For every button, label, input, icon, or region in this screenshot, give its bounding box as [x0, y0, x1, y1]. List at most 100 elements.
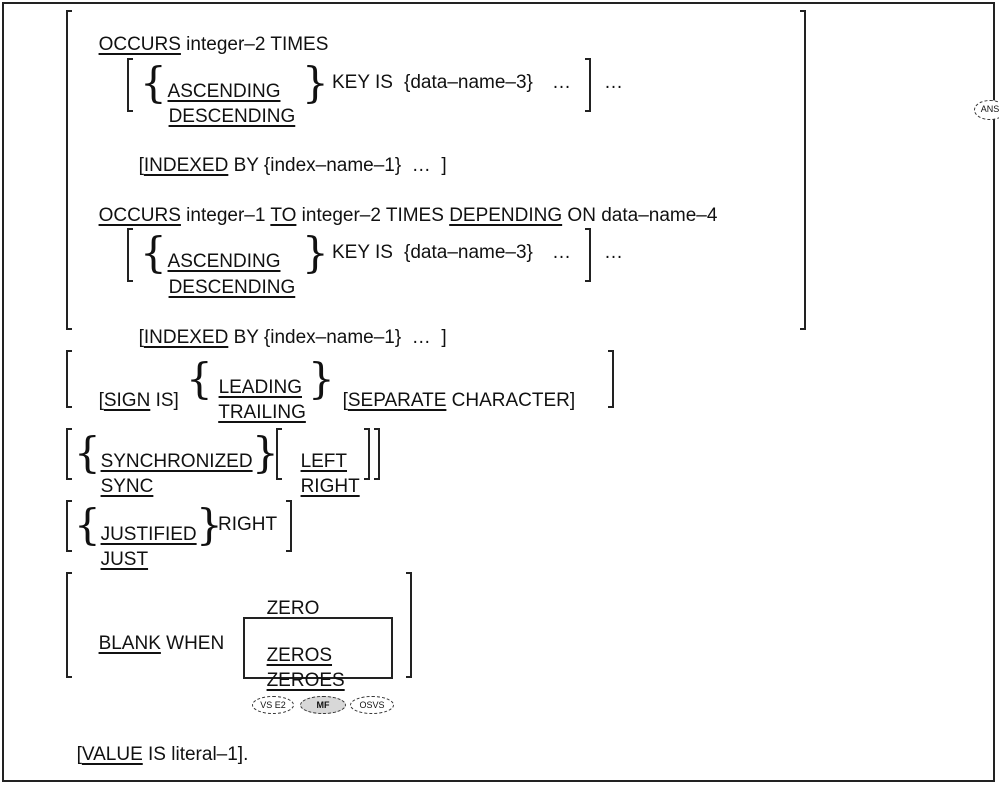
key-clause-1-ellipsis-inner: … [552, 72, 571, 93]
left-keyword: LEFT [300, 451, 348, 472]
occurs-depending-part3: ON data–name–4 [562, 205, 718, 226]
indexed-keyword: INDEXED [143, 155, 229, 176]
key-clause-2-brace-right: } [302, 228, 329, 277]
key-clause-2-brace-left: { [140, 228, 167, 277]
sign-brace-right: } [308, 354, 335, 403]
just-option: JUST [90, 527, 149, 571]
sign-bracket-right [608, 350, 614, 408]
to-keyword: TO [270, 205, 297, 226]
occurs-keyword: OCCURS [98, 34, 181, 55]
blank-keyword: BLANK [98, 633, 161, 654]
sign-keyword: SIGN [103, 390, 151, 411]
leading-option: LEADING [208, 355, 302, 399]
zero-option: ZERO [256, 576, 320, 620]
just-right: RIGHT [218, 514, 278, 535]
key-clause-2-ellipsis-inner: … [552, 242, 571, 263]
zeroes-keyword: ZEROES [266, 670, 345, 691]
key-clause-1-ascending: ASCENDING [158, 59, 281, 103]
occurs-outer-bracket-right [800, 10, 806, 330]
zeros-option: ZEROS [256, 623, 332, 667]
leading-keyword: LEADING [218, 377, 302, 398]
key-clause-2-bracket-left [127, 228, 133, 282]
sign-is: IS] [150, 390, 179, 411]
indexed-open-bracket: [ [138, 155, 144, 176]
trailing-option: TRAILING [208, 380, 306, 424]
vse2-badge: VS E2 [252, 696, 294, 714]
sync-brace-right: } [252, 428, 279, 477]
key-clause-1-data-name: {data–name–3} [404, 72, 533, 93]
descending-keyword: DESCENDING [168, 106, 296, 127]
just-bracket-left [66, 500, 72, 552]
just-keyword: JUST [100, 549, 149, 570]
trailing-keyword: TRAILING [218, 402, 306, 423]
occurs-depending-part2: integer–2 TIMES [296, 205, 450, 226]
depending-keyword: DEPENDING [449, 205, 563, 226]
ans-badge: ANS [974, 100, 999, 120]
justified-keyword: JUSTIFIED [100, 524, 197, 545]
occurs-fixed-line: OCCURS integer–2 TIMES [88, 12, 329, 56]
value-rest: IS literal–1]. [142, 744, 249, 765]
sync-brace-left: { [74, 428, 101, 477]
indexed-keyword-2: INDEXED [143, 327, 229, 348]
key-clause-1-descending: DESCENDING [158, 84, 296, 128]
left-right-bracket-right [364, 428, 370, 480]
key-clause-2-key-is: KEY IS [332, 242, 393, 263]
sync-bracket-left [66, 428, 72, 480]
blank-line: BLANK WHEN [88, 611, 225, 655]
right-option: RIGHT [290, 454, 360, 498]
sync-keyword: SYNC [100, 476, 154, 497]
sync-bracket-right [374, 428, 380, 480]
key-clause-2-data-name: {data–name–3} [404, 242, 533, 263]
indexed-line-1: [INDEXED BY {index–name–1} … ] [128, 133, 447, 177]
occurs-depending-line: OCCURS integer–1 TO integer–2 TIMES DEPE… [88, 183, 718, 227]
just-brace-left: { [74, 500, 101, 549]
indexed-index-name-2: {index–name–1} … ] [263, 327, 447, 348]
indexed-line-2: [INDEXED BY {index–name–1} … ] [128, 305, 447, 349]
key-clause-1-bracket-right [585, 58, 591, 112]
sign-brace-left: { [186, 354, 213, 403]
ascending-keyword-2: ASCENDING [167, 251, 281, 272]
key-clause-1-brace-left: { [140, 58, 167, 107]
zeros-extension-box [243, 617, 393, 679]
key-clause-1-brace-right: } [302, 58, 329, 107]
just-bracket-right [286, 500, 292, 552]
osvs-badge: OSVS [350, 696, 394, 714]
ascending-keyword: ASCENDING [167, 81, 281, 102]
key-clause-1-ellipsis-outer: … [604, 72, 623, 93]
key-clause-1-key-is: KEY IS [332, 72, 393, 93]
character-keyword: CHARACTER] [446, 390, 576, 411]
right-keyword: RIGHT [300, 476, 360, 497]
left-right-bracket-left [276, 428, 282, 480]
indexed-by-2: BY [228, 327, 264, 348]
key-clause-2-descending: DESCENDING [158, 255, 296, 299]
occurs-keyword-2: OCCURS [98, 205, 181, 226]
indexed-open-bracket-2: [ [138, 327, 144, 348]
separate-open-bracket: [ [342, 390, 348, 411]
occurs-fixed-rest: integer–2 TIMES [180, 34, 329, 55]
blank-bracket-right [406, 572, 412, 678]
mf-badge: MF [300, 696, 346, 714]
blank-bracket-left [66, 572, 72, 678]
justified-option: JUSTIFIED [90, 502, 197, 546]
left-option: LEFT [290, 429, 347, 473]
key-clause-2-ascending: ASCENDING [158, 229, 281, 273]
indexed-index-name: {index–name–1} … ] [263, 155, 447, 176]
descending-keyword-2: DESCENDING [168, 277, 296, 298]
sign-line: [SIGN IS] [88, 368, 179, 412]
zeros-keyword: ZEROS [266, 645, 333, 666]
indexed-by: BY [228, 155, 264, 176]
just-brace-right: } [196, 500, 223, 549]
separate-line: [SEPARATE CHARACTER] [332, 368, 576, 412]
value-keyword: VALUE [81, 744, 143, 765]
zero-keyword: ZERO [266, 598, 320, 619]
value-open-bracket: [ [76, 744, 82, 765]
sign-open-bracket: [ [98, 390, 104, 411]
occurs-depending-part1: integer–1 [180, 205, 271, 226]
key-clause-2-ellipsis-outer: … [604, 242, 623, 263]
sync-option: SYNC [90, 454, 154, 498]
value-line: [VALUE IS literal–1]. [66, 722, 249, 766]
zeroes-option: ZEROES [256, 648, 345, 692]
separate-keyword: SEPARATE [347, 390, 447, 411]
sign-bracket-left [66, 350, 72, 408]
